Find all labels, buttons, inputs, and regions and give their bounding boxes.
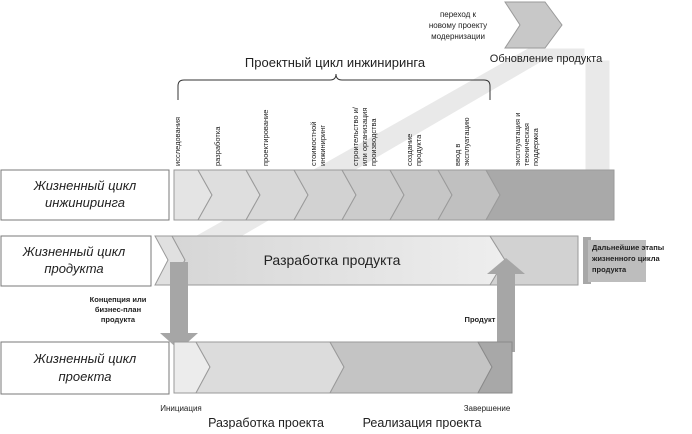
row-product-line1: Жизненный цикл	[22, 244, 126, 259]
transition-note-line1: переход к	[440, 10, 477, 19]
product-up-arrow	[487, 258, 525, 352]
engineering-stage-label: эксплуатация итехническаяподдержка	[513, 113, 540, 166]
further-stages-marker	[583, 237, 591, 284]
new-project-chevron	[504, 1, 563, 49]
concept-label-line3: продукта	[101, 315, 136, 324]
row-project-line1: Жизненный цикл	[33, 351, 137, 366]
engineering-stage-label: ввод вэксплуатацию	[453, 117, 471, 166]
engineering-cycle-bracket	[177, 73, 491, 100]
engineering-stage-label: разработка	[213, 126, 222, 166]
row-product-line2: продукта	[44, 261, 103, 276]
engineering-stage-label: исследования	[173, 117, 182, 166]
engineering-stage-chevron	[485, 169, 615, 221]
engineering-stage-label: стоимостнойинжиниринг	[309, 122, 327, 166]
project-completion-chevron	[477, 341, 513, 394]
engineering-stage-label: строительство и/или организацияпроизводс…	[351, 106, 378, 166]
product-arrow-label: Продукт	[465, 315, 496, 324]
project-implementation-chevron	[329, 341, 493, 394]
further-stages-line1: Дальнейшие этапы	[592, 243, 664, 252]
engineering-stage-label: созданиепродукта	[405, 134, 423, 166]
engineering-stage-chevrons	[173, 169, 615, 221]
concept-label-line1: Концепция или	[90, 295, 147, 304]
row-label-box-engineering	[0, 169, 170, 221]
concept-label-line2: бизнес-план	[95, 305, 141, 314]
engineering-stage-labels: исследования разработка проектирование стои…	[173, 106, 540, 166]
project-completion-label: Завершение	[464, 404, 511, 413]
project-implementation-phase: Реализация проекта	[363, 416, 482, 429]
transition-note-line2: новому проекту	[429, 21, 487, 30]
project-development-phase: Разработка проекта	[208, 416, 324, 429]
row-project-line2: проекта	[58, 369, 111, 384]
row-label-box-product	[0, 235, 152, 287]
product-update-label: Обновление продукта	[490, 53, 603, 65]
row-engineering-line1: Жизненный цикл	[33, 178, 137, 193]
further-stages-line2: жизненного цикла	[591, 254, 661, 263]
product-development-label: Разработка продукта	[264, 252, 401, 268]
engineering-stage-label: проектирование	[261, 110, 270, 166]
further-stages-box	[588, 240, 646, 282]
concept-down-arrow	[160, 262, 198, 350]
transition-note-line3: модернизации	[431, 32, 485, 41]
row-engineering-line2: инжиниринга	[45, 195, 125, 210]
row-label-box-project	[0, 341, 170, 395]
engineering-cycle-title: Проектный цикл инжиниринга	[245, 55, 426, 70]
project-development-chevron	[195, 341, 345, 394]
project-initiation-label: Инициация	[160, 404, 202, 413]
further-stages-line3: продукта	[592, 265, 627, 274]
